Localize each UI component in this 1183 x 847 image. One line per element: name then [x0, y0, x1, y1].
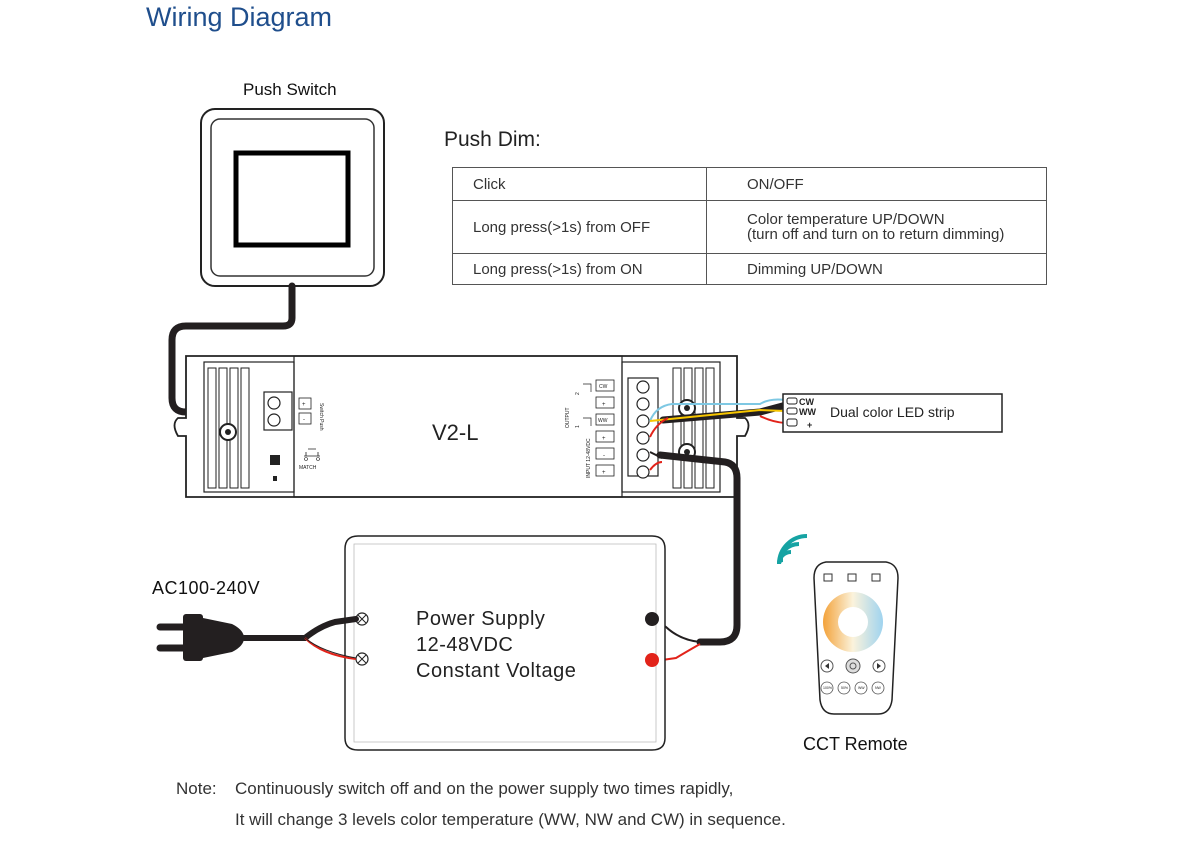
- table-row: Click ON/OFF: [452, 167, 1047, 201]
- note-line2: It will change 3 levels color temperatur…: [235, 810, 786, 829]
- result-cell: Dimming UP/DOWN: [706, 253, 1047, 285]
- push-switch-label: Push Switch: [243, 80, 337, 99]
- remote-btn-100: 100%: [823, 686, 832, 690]
- action-cell: Click: [452, 167, 707, 201]
- result-cell: ON/OFF: [706, 167, 1047, 201]
- led-strip-label: Dual color LED strip: [830, 404, 955, 420]
- page-title: Wiring Diagram: [146, 2, 333, 32]
- ps-wire-black: [654, 618, 701, 643]
- output-label: OUTPUT: [565, 407, 571, 428]
- wire-cw-blue: [649, 398, 786, 422]
- terminal-label-cw: CW: [599, 384, 608, 390]
- strip-pin-ww: WW: [799, 407, 816, 417]
- note-line1: Continuously switch off and on the power…: [235, 779, 734, 798]
- strip-pin-cw: CW: [799, 397, 814, 407]
- strip-pin-plus: +: [807, 420, 812, 430]
- table-row: Long press(>1s) from OFF Color temperatu…: [452, 200, 1047, 254]
- result-text-line2: (turn off and turn on to return dimming): [747, 226, 1005, 243]
- terminal-label-plus-in: +: [602, 470, 606, 476]
- terminal-label-plus-1: +: [602, 436, 606, 442]
- result-text: ON/OFF: [747, 175, 804, 193]
- switch-push-label: Switch Push: [318, 403, 324, 431]
- push-dim-table: Click ON/OFF Long press(>1s) from OFF Co…: [452, 167, 1047, 285]
- push-switch: [200, 108, 385, 287]
- channel-1-label: 1: [575, 425, 581, 428]
- wireless-signal-icon: [777, 534, 808, 565]
- remote-btn-nw: NW: [875, 686, 882, 690]
- input-cable: [656, 451, 741, 646]
- ac-input-label: AC100-240V: [152, 578, 261, 598]
- led-strip: CW WW +: [782, 393, 1003, 433]
- cct-remote: 100% 50% WW NW: [813, 561, 899, 715]
- terminal-label-plus-2: +: [602, 402, 606, 408]
- ac-plug-icon: [156, 614, 244, 661]
- remote-label: CCT Remote: [803, 734, 908, 754]
- ac-cable: [241, 616, 359, 641]
- power-supply-line3: Constant Voltage: [416, 660, 577, 682]
- input-label: INPUT 12-48VDC: [586, 438, 592, 478]
- remote-btn-50: 50%: [841, 686, 848, 690]
- result-text: Dimming UP/DOWN: [747, 260, 883, 278]
- channel-2-label: 2: [575, 392, 581, 395]
- controller-name: V2-L: [432, 420, 479, 445]
- controller-v2l: + - Switch Push MATCH CW + WW + - + 2 1 …: [173, 355, 750, 498]
- match-label: MATCH: [299, 465, 317, 471]
- power-supply-line1: Power Supply: [416, 608, 546, 630]
- result-text: Color temperature UP/DOWN: [747, 211, 945, 228]
- terminal-label-minus-in: -: [603, 453, 605, 459]
- remote-btn-ww: WW: [858, 686, 865, 690]
- power-supply-line2: 12-48VDC: [416, 634, 514, 656]
- result-cell: Color temperature UP/DOWN (turn off and …: [706, 200, 1047, 254]
- action-cell: Long press(>1s) from ON: [452, 253, 707, 285]
- power-supply-label: Power Supply 12-48VDC Constant Voltage: [416, 606, 576, 684]
- terminal-label-ww: WW: [598, 418, 608, 424]
- action-cell: Long press(>1s) from OFF: [452, 200, 707, 254]
- table-row: Long press(>1s) from ON Dimming UP/DOWN: [452, 253, 1047, 285]
- note-prefix: Note:: [176, 779, 217, 798]
- wire-ww-yellow: [649, 408, 786, 422]
- switch-terminal-minus: -: [303, 417, 305, 423]
- switch-terminal-plus: +: [302, 402, 306, 408]
- push-dim-title: Push Dim:: [444, 128, 541, 151]
- ps-wire-red: [654, 643, 701, 662]
